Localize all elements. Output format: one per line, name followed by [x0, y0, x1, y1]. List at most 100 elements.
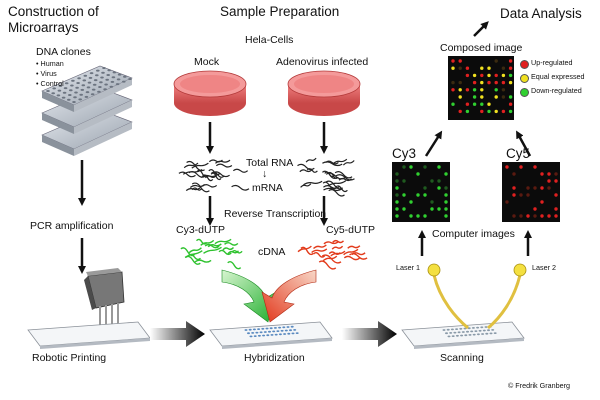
array-spot: [512, 193, 516, 197]
plate-well: [104, 83, 108, 86]
array-spot: [554, 193, 558, 197]
legend-dot-down: [520, 88, 529, 97]
array-spot: [487, 102, 491, 106]
array-spot: [430, 207, 434, 211]
array-spot: [487, 66, 491, 70]
plate-well: [52, 87, 56, 90]
strand: [207, 243, 222, 248]
strand: [222, 247, 235, 251]
plate-well: [102, 67, 106, 69]
strand: [200, 239, 215, 246]
strand: [311, 248, 328, 254]
strand: [347, 245, 361, 249]
strand: [297, 163, 315, 171]
slide-spot: [252, 328, 256, 331]
arrow-robot-to-hybrid: [150, 321, 205, 347]
array-spot: [444, 207, 448, 211]
cdna-label: cDNA: [258, 246, 286, 258]
array-spot: [501, 73, 506, 78]
strand: [227, 261, 242, 270]
array-spot: [501, 95, 506, 99]
array-spot: [519, 214, 523, 218]
slide-spot: [455, 328, 459, 330]
plate-well: [71, 79, 75, 82]
array-spot: [508, 102, 513, 106]
slide-spot: [257, 328, 261, 330]
strand: [232, 168, 249, 173]
slide-spot: [466, 330, 469, 333]
computer-images-label: Computer images: [432, 228, 515, 240]
strand: [183, 162, 199, 169]
array-spot: [533, 207, 537, 211]
strand: [191, 187, 203, 191]
plate-well: [115, 83, 120, 86]
strand: [306, 168, 318, 173]
strand: [335, 174, 355, 181]
array-spot: [395, 193, 399, 197]
legend-down-label: Down-regulated: [531, 86, 582, 95]
plate-well: [73, 96, 77, 99]
array-spot: [395, 186, 399, 190]
slide-spot: [472, 333, 476, 336]
hybridization-label: Hybridization: [244, 352, 305, 364]
slide-spot: [283, 333, 287, 335]
slide-spot: [455, 334, 459, 337]
slide-spot: [257, 334, 261, 337]
slide-spot: [485, 332, 489, 335]
array-spot: [540, 214, 544, 218]
petri-dish-adenovirus: [287, 70, 361, 116]
plate-well: [56, 94, 61, 97]
arrow-cy5-to-composed: [516, 130, 532, 157]
strand: [343, 255, 360, 261]
array-spot: [512, 186, 516, 190]
plate-well: [83, 74, 88, 77]
array-spot: [508, 73, 513, 78]
slide-spot: [449, 332, 453, 334]
petri-dish-mock: [173, 70, 247, 116]
array-spot: [554, 214, 558, 218]
strand: [299, 169, 313, 173]
strand: [208, 159, 223, 163]
composed-image-label: Composed image: [440, 42, 523, 54]
plate-well: [109, 85, 114, 88]
array-spot: [487, 109, 491, 114]
plate-well: [92, 83, 97, 86]
strand: [303, 180, 323, 186]
plate-well: [97, 90, 101, 93]
legend-dot-equal: [520, 74, 529, 83]
array-spot: [501, 88, 506, 92]
array-spot: [402, 179, 406, 183]
array-spot: [526, 214, 530, 218]
strand: [343, 248, 359, 256]
strand: [188, 247, 202, 254]
array-spot: [508, 95, 513, 99]
array-spot: [540, 172, 544, 176]
array-spot: [554, 179, 558, 183]
slide-spot: [447, 335, 451, 338]
laser-2-label: Laser 2: [532, 263, 556, 272]
array-spot: [458, 80, 462, 85]
array-spot: [451, 80, 455, 85]
plate-well: [78, 98, 82, 101]
array-spot: [395, 172, 399, 176]
slide-spot: [487, 329, 490, 332]
array-spot: [465, 66, 470, 70]
section-sample-prep-title: Sample Preparation: [220, 4, 340, 19]
array-spot: [437, 179, 441, 183]
array-spot: [554, 172, 558, 176]
slide-spot: [470, 330, 474, 333]
array-spot: [508, 80, 513, 85]
array-spot: [487, 80, 491, 85]
slide-spot: [459, 327, 463, 330]
array-spot: [505, 200, 509, 204]
array-spot: [508, 59, 513, 63]
legend-up-label: Up-regulated: [531, 58, 573, 67]
array-spot: [423, 193, 427, 197]
slide-spot: [445, 332, 448, 335]
strand: [323, 241, 339, 245]
array-spot: [437, 165, 441, 169]
plate-well: [86, 86, 91, 89]
slide-hybridization: [209, 321, 333, 349]
slide-spot: [295, 332, 299, 334]
